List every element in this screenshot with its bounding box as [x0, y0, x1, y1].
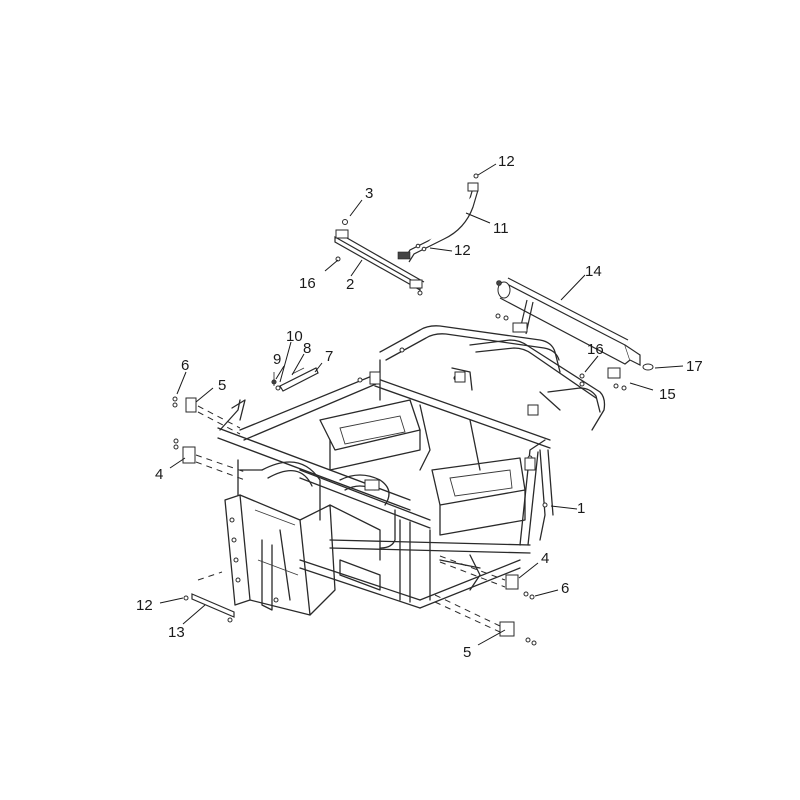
- left-mount-brackets: [172, 396, 246, 481]
- part-13-lower-brace: [183, 571, 235, 623]
- part-2-crossbar: [334, 219, 425, 296]
- callout-17: 17: [686, 358, 703, 375]
- callout-11: 11: [493, 220, 509, 237]
- callout-12-middle: 12: [454, 242, 471, 259]
- callout-leaders: [159, 163, 684, 646]
- main-frame: [217, 325, 606, 616]
- callout-15: 15: [659, 386, 676, 403]
- callout-16-right: 16: [587, 341, 604, 358]
- callout-1: 1: [577, 500, 585, 517]
- callout-10: 10: [286, 328, 303, 345]
- callout-7: 7: [325, 348, 333, 365]
- callout-14: 14: [585, 263, 602, 280]
- part-14-rear-bar: [495, 277, 654, 391]
- callout-12-top: 12: [498, 153, 515, 170]
- callout-9: 9: [273, 351, 281, 368]
- parts-7-10-rod: [271, 367, 319, 392]
- callout-12-bottom: 12: [136, 597, 153, 614]
- callout-6-right: 6: [561, 580, 569, 597]
- callout-8: 8: [303, 340, 311, 357]
- callout-16-left: 16: [299, 275, 316, 292]
- callout-4-left: 4: [155, 466, 163, 483]
- callout-labels: 1 2 3 4 4 5 5 6 6 7 8 9 10 11 12 12 12 1…: [136, 153, 703, 661]
- callout-2: 2: [346, 276, 354, 293]
- callout-3: 3: [365, 185, 373, 202]
- callout-5-right: 5: [463, 644, 471, 661]
- callout-4-right: 4: [541, 550, 549, 567]
- callout-5-left: 5: [218, 377, 226, 394]
- callout-13: 13: [168, 624, 185, 641]
- part-11-bent-tube: [397, 173, 479, 263]
- callout-6-left: 6: [181, 357, 189, 374]
- right-mount-brackets: [434, 555, 537, 646]
